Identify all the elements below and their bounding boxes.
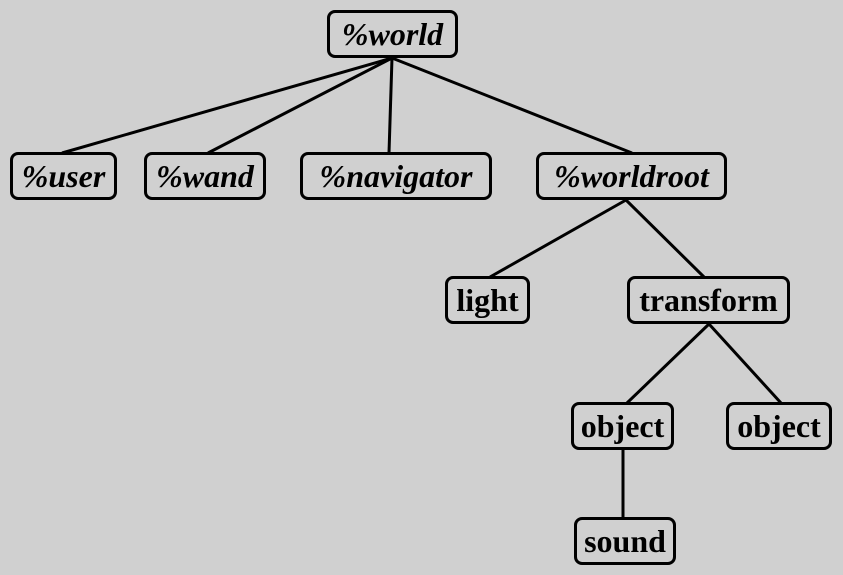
node-user: %user [10, 152, 117, 200]
edge-transform-object2 [707, 322, 783, 405]
edge-world-worldroot [391, 56, 633, 155]
node-object-1: object [571, 402, 674, 450]
node-transform: transform [627, 276, 790, 324]
node-worldroot: %worldroot [536, 152, 727, 200]
node-sound: sound [574, 517, 676, 565]
edge-worldroot-light [489, 198, 627, 279]
edge-world-user [61, 56, 393, 155]
node-object-2: object [726, 402, 832, 450]
edge-world-navigator [387, 57, 394, 154]
node-light: light [445, 276, 530, 324]
node-world: %world [327, 10, 458, 58]
edge-transform-object1 [625, 322, 711, 405]
node-wand: %wand [144, 152, 266, 200]
edge-worldroot-transform [624, 198, 706, 279]
edge-world-wand [207, 56, 393, 155]
node-navigator: %navigator [300, 152, 492, 200]
